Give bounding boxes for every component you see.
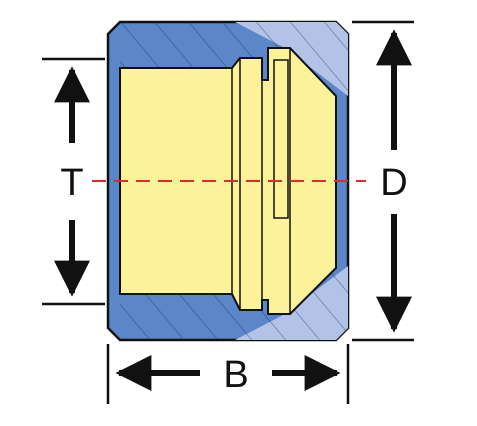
dimension-t: T xyxy=(42,57,105,306)
b-label: B xyxy=(223,354,248,396)
key-slot xyxy=(273,59,289,219)
bottom-section-hatching xyxy=(120,266,348,340)
t-label: T xyxy=(60,162,83,204)
top-section-hatching xyxy=(120,22,348,96)
dimension-d: D xyxy=(352,20,414,342)
dimension-b: B xyxy=(106,344,350,404)
d-label: D xyxy=(380,162,407,204)
